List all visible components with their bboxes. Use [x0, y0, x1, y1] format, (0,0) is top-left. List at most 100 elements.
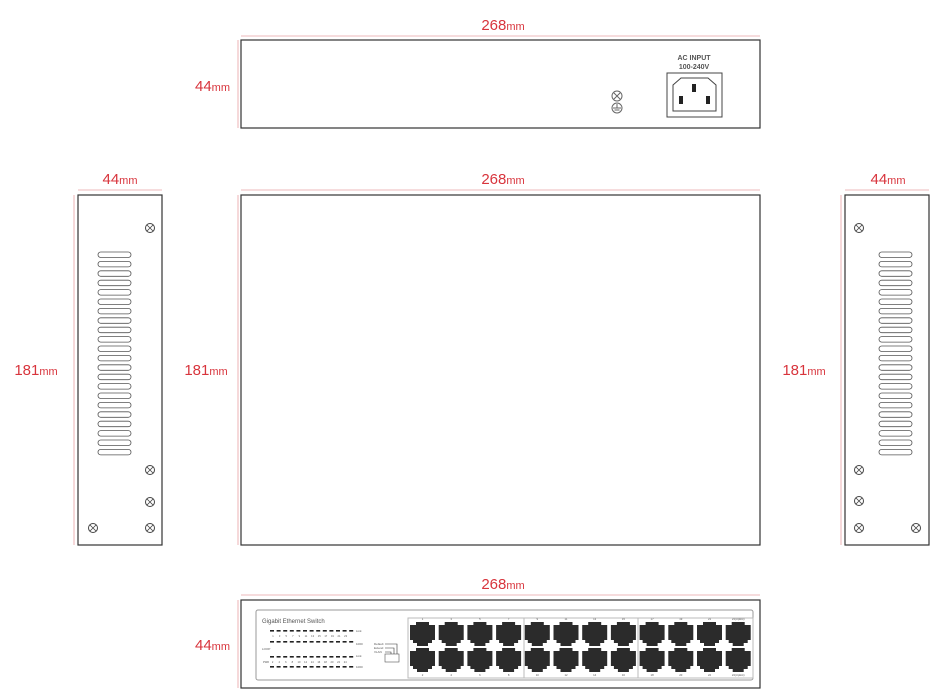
led-indicator	[316, 666, 321, 668]
vent-slot	[97, 448, 132, 456]
port-number-label: 21	[708, 617, 712, 621]
front-panel	[240, 599, 761, 689]
vent-slot	[878, 289, 913, 296]
screw-icon	[145, 465, 155, 475]
rj45-port[interactable]	[582, 648, 608, 672]
rj45-port[interactable]	[410, 622, 435, 646]
port-number-label: 4	[450, 673, 452, 677]
led-number: 10	[298, 660, 301, 664]
vent-slot	[97, 279, 132, 287]
mode-switch[interactable]: Default Extend VLAN	[374, 642, 400, 663]
rj45-port[interactable]	[438, 648, 464, 672]
rj45-port[interactable]	[467, 648, 493, 672]
vent-slot	[97, 383, 132, 390]
screw-icon	[854, 465, 864, 475]
vent-slot	[878, 448, 913, 456]
vent-slot	[878, 251, 913, 258]
rj45-port[interactable]	[496, 648, 522, 672]
port-number-label: 8	[508, 673, 510, 677]
led-number: 11	[305, 634, 308, 638]
led-indicator	[296, 630, 301, 632]
rj45-port[interactable]	[668, 648, 694, 672]
vent-slot	[878, 260, 913, 268]
led-number: 12	[304, 660, 307, 664]
led-number: 23	[344, 634, 347, 638]
top-width-label: 268mm	[481, 171, 524, 188]
led-label-link: Link	[356, 629, 362, 633]
led-indicator	[322, 656, 327, 658]
port-number-label: 11	[565, 617, 568, 621]
led-indicator	[342, 630, 347, 632]
port-number-label: 5	[479, 617, 481, 621]
led-indicator	[289, 630, 294, 632]
led-indicator	[283, 666, 288, 668]
led-number: 19	[331, 634, 334, 638]
led-indicator	[349, 656, 354, 658]
led-number: 2	[272, 660, 274, 664]
led-indicator	[283, 641, 288, 643]
port-number-label: 22	[708, 673, 712, 677]
led-number: 16	[317, 660, 320, 664]
vent-slot	[878, 401, 913, 409]
led-indicator	[270, 641, 274, 643]
led-indicator	[342, 666, 347, 668]
rj45-port[interactable]	[639, 622, 665, 646]
vent-slot	[97, 430, 132, 437]
vent-slot	[878, 420, 913, 428]
rj45-port[interactable]	[467, 622, 493, 646]
rj45-port[interactable]	[668, 622, 694, 646]
port-number-label: 20	[679, 673, 683, 677]
rj45-port[interactable]	[610, 622, 636, 646]
screw-icon	[145, 497, 155, 507]
led-number: 4	[278, 660, 280, 664]
rj45-port[interactable]	[438, 622, 464, 646]
led-indicator	[329, 641, 334, 643]
front-width-label: 268mm	[481, 576, 524, 593]
led-indicator	[316, 656, 321, 658]
port-number-label: 23(Uplink)	[732, 617, 745, 621]
led-indicator	[276, 641, 281, 643]
rj45-port[interactable]	[410, 648, 435, 672]
vent-slot	[97, 326, 132, 334]
rj45-port[interactable]	[610, 648, 636, 672]
rj45-port[interactable]	[553, 648, 579, 672]
vent-slot	[878, 326, 913, 334]
rj45-port[interactable]	[582, 622, 608, 646]
led-indicator	[329, 656, 334, 658]
led-indicator	[303, 656, 307, 658]
led-number: 17	[324, 634, 327, 638]
led-indicator	[270, 666, 274, 668]
led-label-link-2: Link	[356, 654, 362, 658]
port-block	[407, 617, 754, 679]
led-number: 21	[338, 634, 341, 638]
left-width-label: 44mm	[102, 171, 137, 188]
rj45-port[interactable]	[496, 622, 522, 646]
vent-slot	[878, 336, 913, 343]
led-indicator	[329, 666, 334, 668]
port-number-label: 1	[422, 617, 424, 621]
port-number-label: 7	[508, 617, 510, 621]
screw-icon	[145, 223, 155, 233]
led-indicator	[336, 641, 340, 643]
rj45-port[interactable]	[697, 648, 722, 672]
port-number-label: 17	[651, 617, 655, 621]
rj45-port[interactable]	[697, 622, 722, 646]
vent-slot	[878, 430, 913, 437]
vent-slot	[878, 270, 913, 277]
led-indicator	[322, 666, 327, 668]
rj45-port[interactable]	[639, 648, 665, 672]
led-number: 7	[292, 634, 294, 638]
led-indicator	[336, 656, 340, 658]
rj45-port[interactable]	[524, 622, 550, 646]
top-panel	[240, 194, 761, 546]
port-number-label: 18	[651, 673, 655, 677]
rj45-port[interactable]	[553, 622, 579, 646]
rj45-port[interactable]	[725, 622, 751, 646]
led-indicator	[289, 666, 294, 668]
front-view: 268mm 44mm Gigabit Ethernet Switch Link …	[195, 576, 761, 689]
screw-icon	[854, 523, 864, 533]
ground-screw-icon	[611, 90, 623, 102]
vent-slot	[97, 354, 132, 362]
rj45-port[interactable]	[725, 648, 751, 672]
rj45-port[interactable]	[524, 648, 550, 672]
